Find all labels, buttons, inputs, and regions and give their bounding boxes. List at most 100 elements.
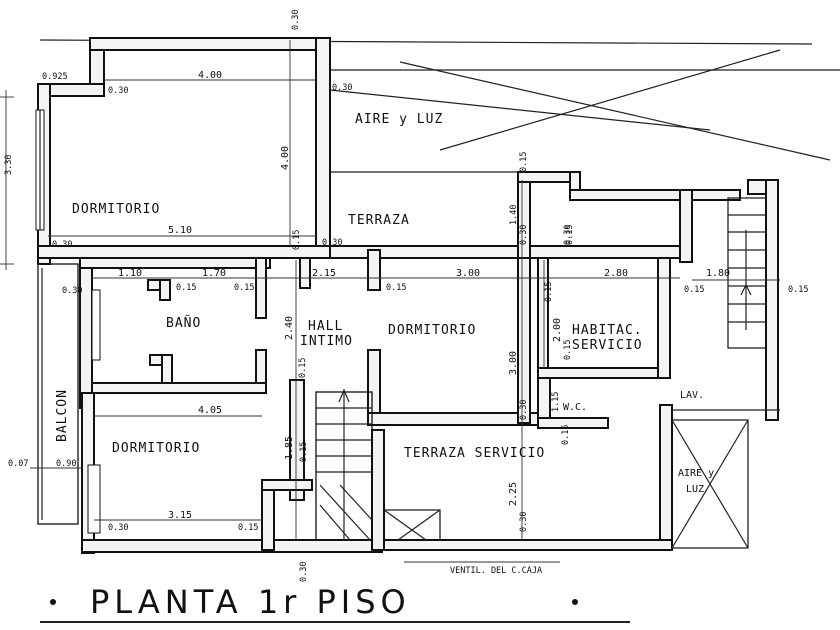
dim-text: 2.40	[284, 316, 295, 340]
dim-text: 2.15	[312, 268, 336, 279]
wall	[161, 354, 173, 386]
dim-text: 0.15	[544, 282, 554, 302]
dim-text: 0.15	[788, 285, 808, 295]
dim-text: 0.30	[299, 562, 309, 582]
dim-text: 5.10	[168, 225, 192, 236]
dim-text: 0.30	[108, 523, 128, 533]
plan-title-block: PLANTA 1r PISO	[40, 583, 630, 627]
wall	[79, 257, 93, 409]
dim-text: 1.85	[284, 436, 295, 460]
dim-text: 0.07	[8, 459, 28, 469]
wall	[383, 539, 673, 551]
dim-text: 4.05	[198, 405, 222, 416]
wall	[537, 257, 549, 369]
dim-text: 1.80	[706, 268, 730, 279]
dim-text: 0.30	[108, 86, 128, 96]
room-label-luz: LUZ	[686, 484, 704, 495]
right-airwell	[671, 419, 749, 549]
wall	[329, 245, 681, 259]
wall	[657, 257, 671, 379]
dim-text: 4.00	[198, 70, 222, 81]
dim-text: 2.00	[552, 318, 563, 342]
dim-text: 0.30	[519, 400, 529, 420]
wall	[517, 257, 531, 424]
room-label-bano: BAÑO	[166, 315, 201, 331]
dim-text: 3.00	[456, 268, 480, 279]
airwell-diagonal-2	[439, 49, 781, 151]
wall	[315, 37, 331, 259]
dim-text: 0.30	[519, 225, 529, 245]
wall	[159, 279, 171, 301]
dim-text: 0.15	[565, 225, 575, 245]
wall	[89, 37, 331, 51]
dim-text: 2.80	[604, 268, 628, 279]
wall	[367, 349, 381, 421]
airwell-diagonal-3	[329, 89, 711, 131]
title-underline	[40, 621, 630, 623]
room-label-wc: W.C.	[563, 402, 587, 413]
dim-text: 3.00	[508, 351, 519, 375]
dim-text: 0.30	[291, 10, 301, 30]
dim-text: 0.15	[563, 340, 573, 360]
wall	[299, 257, 311, 289]
wall	[537, 367, 669, 379]
room-label-aire-y: AIRE y	[678, 468, 714, 479]
dim-text: 0.30	[563, 225, 573, 245]
plan-title: PLANTA 1r PISO	[90, 583, 411, 621]
dim-text: 1.15	[551, 392, 561, 412]
dim-text: 0.15	[292, 230, 302, 250]
dim-text: 0.15	[561, 425, 571, 445]
wall	[659, 404, 673, 551]
airwell-diagonal-1	[399, 61, 831, 161]
room-label-habitac: HABITAC.	[572, 323, 643, 338]
wall	[765, 179, 779, 421]
room-label-terraza: TERRAZA	[348, 213, 410, 228]
title-dot-right	[572, 599, 578, 605]
title-dot-left	[50, 599, 56, 605]
wall	[371, 429, 385, 551]
wall	[517, 171, 531, 263]
dim-text: 0.30	[332, 83, 352, 93]
wall	[367, 249, 381, 291]
room-label-servicio: SERVICIO	[572, 338, 643, 353]
dim-text: 4.00	[280, 146, 291, 170]
room-label-hall: HALL	[308, 319, 343, 334]
wall	[679, 189, 693, 263]
dim-text: 0.15	[298, 358, 308, 378]
wall	[289, 379, 305, 501]
dim-text: 0.90	[56, 459, 76, 469]
dim-text: 0.15	[684, 285, 704, 295]
wall	[255, 257, 267, 319]
dim-text: 0.15	[176, 283, 196, 293]
room-label-balcon: BALCON	[55, 389, 70, 442]
room-label-aire-luz: AIRE y LUZ	[355, 112, 443, 127]
room-label-dormitorio-bottom: DORMITORIO	[112, 441, 200, 456]
wall	[367, 412, 539, 426]
dim-text: 0.30	[62, 286, 82, 296]
dim-text: 3.15	[168, 510, 192, 521]
dim-text: 0.15	[386, 283, 406, 293]
dim-text: 1.10	[118, 268, 142, 279]
dim-text: 3.30	[4, 155, 14, 175]
balcony	[37, 263, 79, 525]
dim-text: 0.15	[238, 523, 258, 533]
room-label-dormitorio: DORMITORIO	[72, 202, 160, 217]
dim-text: 0.15	[519, 152, 529, 172]
wall	[91, 382, 267, 394]
dim-text: 0.30	[519, 512, 529, 532]
dim-text: 0.30	[52, 240, 72, 250]
dim-text: 1.40	[509, 205, 519, 225]
wall	[37, 245, 331, 259]
dim-text: 0.925	[42, 72, 68, 82]
room-label-dormitorio-center: DORMITORIO	[388, 323, 476, 338]
stair-right	[727, 197, 767, 349]
wall	[261, 479, 313, 491]
ventil-label: VENTIL. DEL C.CAJA	[450, 566, 542, 576]
wall	[81, 539, 383, 553]
dim-text: 0.15	[299, 442, 309, 462]
dim-text: 1.70	[202, 268, 226, 279]
dim-text: 0.30	[322, 238, 342, 248]
dim-text: 0.15	[234, 283, 254, 293]
dim-text: 2.25	[508, 482, 519, 506]
